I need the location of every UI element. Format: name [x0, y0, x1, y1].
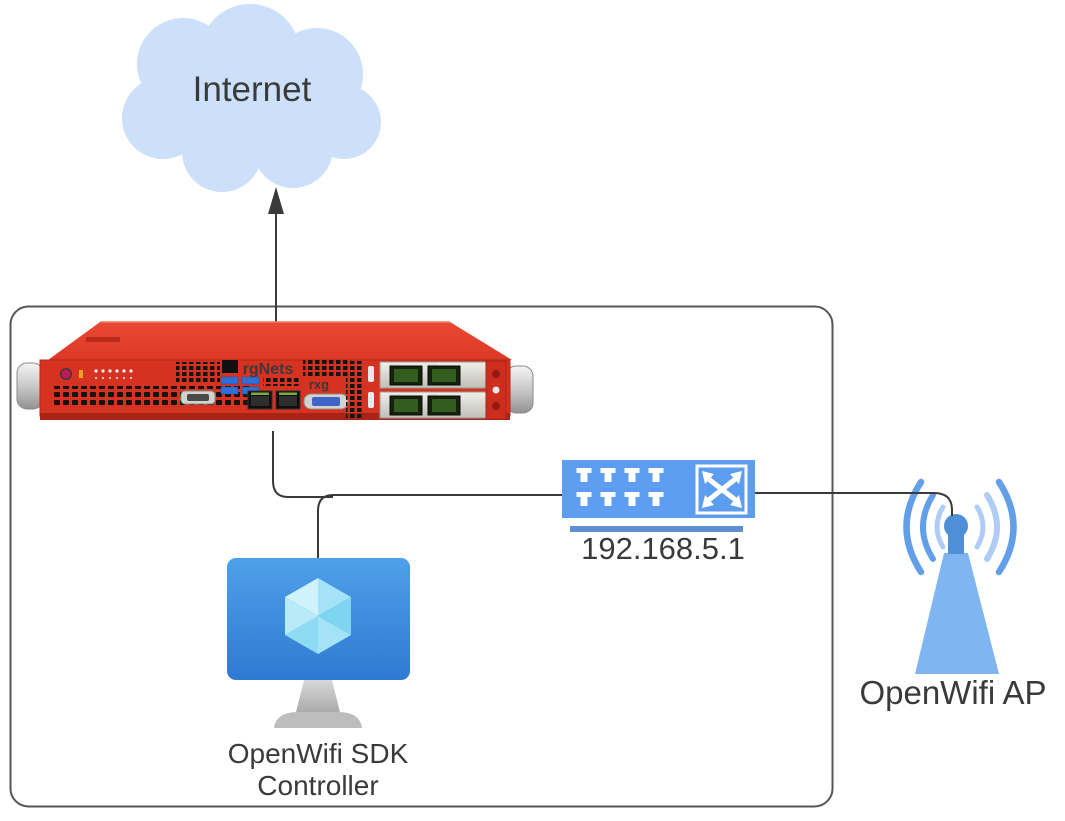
controller-to-switch-line	[317, 494, 562, 558]
antenna-ball	[944, 514, 968, 538]
sfp-tray-top	[379, 361, 487, 389]
wifi-waves-icon	[903, 478, 1017, 576]
cloud-icon	[122, 4, 381, 192]
rgnets-server-image: rgNets rxg	[16, 321, 534, 420]
arrowhead-up-icon	[268, 187, 284, 214]
monitor-stand	[296, 680, 340, 712]
monitor-base	[274, 712, 362, 728]
server-to-internet-arrow	[268, 187, 284, 332]
openwifi-ap-icon: OpenWifi AP	[859, 478, 1047, 711]
vga-port-icon	[303, 393, 349, 410]
switch-port-icons	[576, 468, 664, 506]
ethernet-port-icon	[222, 360, 238, 373]
internet-cloud: Internet	[122, 4, 381, 192]
crossover-arrows-icon	[695, 464, 748, 515]
controller-label-line2: Controller	[257, 770, 378, 801]
server-model-text: rxg	[309, 377, 329, 392]
switch-underline	[570, 526, 743, 532]
sdk-controller-icon: OpenWifi SDK Controller	[227, 558, 410, 801]
controller-label-line1: OpenWifi SDK	[228, 738, 409, 769]
ethernet-switch-icon: 192.168.5.1	[562, 460, 755, 566]
server-logo-text: rgNets	[243, 361, 294, 378]
antenna-neck	[948, 535, 964, 554]
switch-ip-label: 192.168.5.1	[581, 531, 745, 566]
status-led-icons	[94, 369, 133, 379]
lan-ports-icon	[247, 390, 301, 410]
server-top-panel	[48, 322, 512, 360]
power-button-icon	[61, 369, 71, 379]
internet-label: Internet	[193, 70, 312, 109]
lan-boundary-box	[9, 305, 834, 808]
server-left-handle	[16, 362, 44, 410]
switch-to-ap-line	[755, 492, 953, 516]
cube-icon	[285, 578, 351, 654]
server-latch	[485, 360, 507, 420]
antenna-body	[915, 553, 999, 674]
sfp-tray-bottom	[379, 391, 487, 419]
ap-label: OpenWifi AP	[859, 674, 1046, 711]
server-to-switch-line	[272, 431, 333, 498]
